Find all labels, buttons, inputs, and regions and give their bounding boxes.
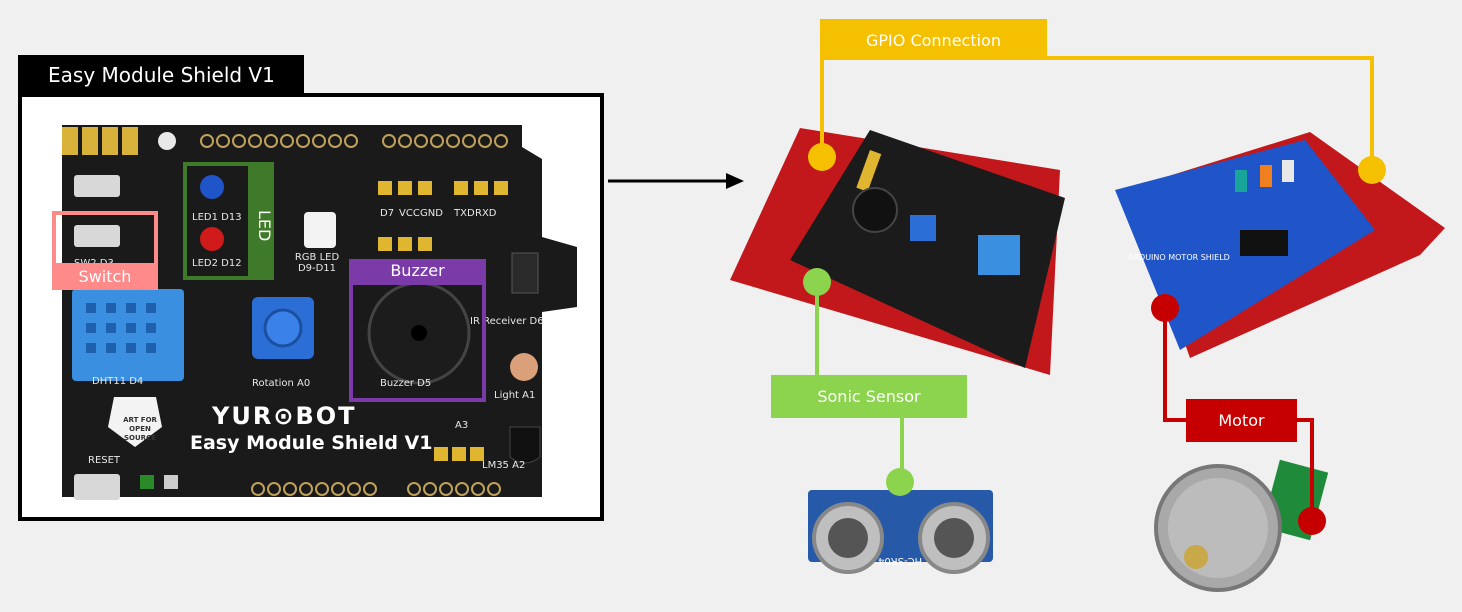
silk-rxd: RXD: [475, 208, 497, 219]
sonic-sensor-label: Sonic Sensor: [771, 375, 967, 418]
board-name-text: Easy Module Shield V1: [190, 432, 433, 454]
sonic-dot-bottom: [886, 468, 914, 496]
silk-reset: RESET: [88, 455, 121, 466]
silk-lm35: LM35 A2: [482, 460, 526, 471]
pin-header-a3: [434, 447, 484, 461]
silk-gnd: GND: [420, 208, 443, 219]
mounting-hole: [158, 132, 176, 150]
art-logo: [108, 397, 162, 447]
ir-receiver: [511, 252, 539, 294]
gpio-dot-right: [1358, 156, 1386, 184]
motor-dot-top: [1151, 294, 1179, 322]
switch-label: Switch: [52, 264, 158, 290]
top-header-row: [200, 134, 508, 148]
shield-board-on-mega: [790, 130, 1065, 368]
silk-rotation: Rotation A0: [252, 378, 311, 389]
buzzer-highlight-box: [349, 281, 486, 402]
lm35-sensor: [509, 426, 541, 464]
motor-driver-chip: [1240, 230, 1288, 256]
silk-led2: LED2 D12: [192, 258, 242, 269]
led-highlight-tab: [248, 162, 274, 280]
silk-led1: LED1 D13: [192, 212, 242, 223]
motor-label: Motor: [1186, 399, 1297, 442]
assembly-illustration: [730, 128, 1445, 592]
art-logo-text: ART FOR OPEN SOURCE: [123, 416, 157, 442]
bottom-header-row: [251, 482, 501, 496]
motor-shield-text: ARDUINO MOTOR SHIELD: [1128, 253, 1230, 262]
pin-header-mid: [378, 237, 432, 251]
switch-sw2: [74, 225, 120, 247]
buzzer-on-shield: [852, 187, 898, 233]
silk-dht: DHT11 D4: [92, 376, 144, 387]
dht-on-shield: [978, 235, 1020, 275]
rgb-led: [304, 212, 336, 248]
silk-ir: IR Receiver D6: [470, 316, 544, 327]
motor-line-right: [1296, 418, 1314, 520]
silk-a3: A3: [455, 420, 469, 431]
led1-blue: [200, 175, 224, 199]
arrow-to-assembly: [608, 173, 744, 189]
led2-red: [200, 227, 224, 251]
motor-line: [1163, 308, 1188, 422]
gpio-line: [820, 56, 1374, 168]
top-header-left: [62, 127, 138, 155]
brand-logo-text: YUR⊙BOT: [212, 402, 357, 430]
shield-title-tab: Easy Module Shield V1: [18, 55, 304, 95]
silk-d7: D7: [380, 208, 395, 219]
sonic-dot-top: [803, 268, 831, 296]
light-sensor: [510, 353, 538, 381]
board-pcb: [62, 125, 577, 497]
silk-buzzer: Buzzer D5: [380, 378, 432, 389]
silk-light: Light A1: [494, 390, 536, 401]
reset-button: [74, 474, 120, 500]
switch-sw1: [74, 175, 120, 197]
silk-rgb: RGB LED D9-D11: [294, 252, 340, 274]
motor-dot-bottom: [1298, 507, 1326, 535]
pin-header-uart: [454, 181, 508, 195]
gpio-connection-label: GPIO Connection: [820, 19, 1047, 57]
buzzer-label: Buzzer: [349, 259, 486, 283]
pin-header-d7: [378, 181, 432, 195]
pot-on-shield: [910, 215, 936, 241]
gpio-dot-left: [808, 143, 836, 171]
led-label: LED: [255, 210, 274, 242]
silk-txd: TXD: [454, 208, 475, 219]
silk-vcc: VCC: [399, 208, 420, 219]
easy-module-shield-board: [62, 125, 577, 500]
